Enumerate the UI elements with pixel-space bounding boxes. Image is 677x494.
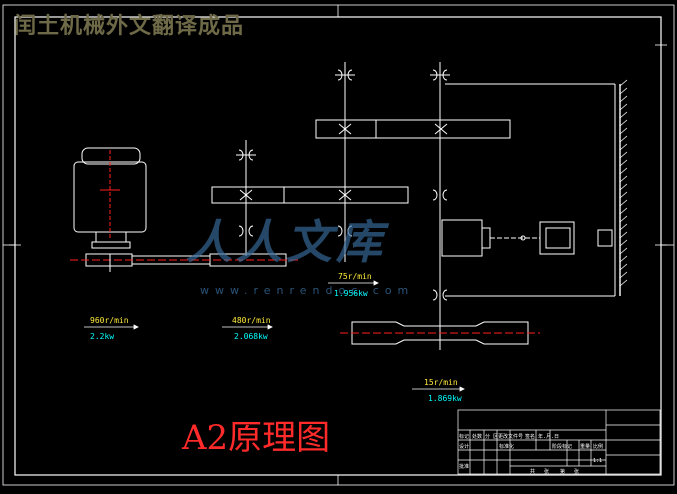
hatch-line: [619, 183, 628, 191]
hatch-line: [619, 135, 628, 143]
electric-motor: [73, 147, 147, 249]
hatch-line: [619, 255, 628, 263]
drawing-title: A2原理图: [182, 418, 331, 458]
hatch-line: [619, 263, 628, 271]
tb-total: 共: [530, 469, 536, 475]
belt-drive: [70, 253, 300, 272]
hatch-line: [619, 231, 628, 239]
hatch-line: [619, 127, 628, 135]
tb-stage-mark: 阶段标记: [552, 444, 573, 450]
tb-sign: 签名: [525, 434, 536, 440]
shaft-one: [211, 140, 409, 256]
hatch-line: [619, 95, 628, 103]
output-drum: [340, 321, 540, 345]
hatch-line: [619, 199, 628, 207]
tb-weight: 重量: [580, 444, 591, 450]
hatch-line: [619, 111, 628, 119]
hatch-line: [619, 247, 628, 255]
tb-scale: 1:1: [593, 458, 603, 464]
shaft-two: [315, 62, 511, 262]
shaft-three: [430, 62, 540, 350]
hatch-line: [619, 159, 628, 167]
stage-3-speed: 75r/min: [338, 272, 372, 281]
stage-2-power: 2.068kw: [234, 332, 268, 341]
watermark-url: www.renrendoc.com: [200, 284, 415, 297]
wall-hatch: [619, 79, 628, 287]
hatch-line: [619, 143, 628, 151]
tb-standard: 标准化: [499, 444, 515, 450]
tb-mark: 标记: [459, 434, 470, 440]
hatch-line: [619, 87, 628, 95]
watermark-logo: 人人文库: [186, 215, 386, 269]
tb-change-doc: 更改文件号: [498, 434, 524, 440]
hatch-line: [619, 271, 628, 279]
frame-ticks: [3, 5, 674, 485]
tb-date: 年.月.日: [538, 434, 560, 440]
tb-design: 设计: [459, 444, 470, 450]
banner-text: 闰土机械外文翻译成品: [14, 14, 245, 39]
tb-sheet: 张: [574, 469, 580, 475]
linkage: [445, 83, 621, 297]
stage-4-speed: 15r/min: [424, 378, 458, 387]
title-block: [457, 409, 661, 475]
tb-sheets: 张: [544, 469, 550, 475]
speed-arrows: [84, 280, 465, 392]
stage-1-power: 2.2kw: [90, 332, 115, 341]
hatch-line: [619, 191, 628, 199]
stage-4-power: 1.869kw: [428, 394, 462, 403]
stage-2-speed: 480r/min: [232, 316, 271, 325]
hatch-line: [619, 279, 628, 287]
hatch-line: [619, 175, 628, 183]
hatch-line: [619, 151, 628, 159]
hatch-line: [619, 119, 628, 127]
tb-ratio: 比例: [593, 444, 604, 450]
stage-3-power: 1.956kw: [334, 289, 368, 298]
hatch-line: [619, 167, 628, 175]
tb-approve: 批准: [459, 464, 470, 470]
tb-no: 第: [560, 469, 566, 475]
hatch-line: [619, 215, 628, 223]
tb-zone: 分 区: [485, 434, 499, 440]
tb-count: 处数: [472, 434, 483, 440]
hatch-line: [619, 207, 628, 215]
hatch-line: [619, 239, 628, 247]
hatch-line: [619, 103, 628, 111]
stage-1-speed: 960r/min: [90, 316, 129, 325]
hatch-line: [619, 223, 628, 231]
hatch-line: [619, 79, 628, 87]
